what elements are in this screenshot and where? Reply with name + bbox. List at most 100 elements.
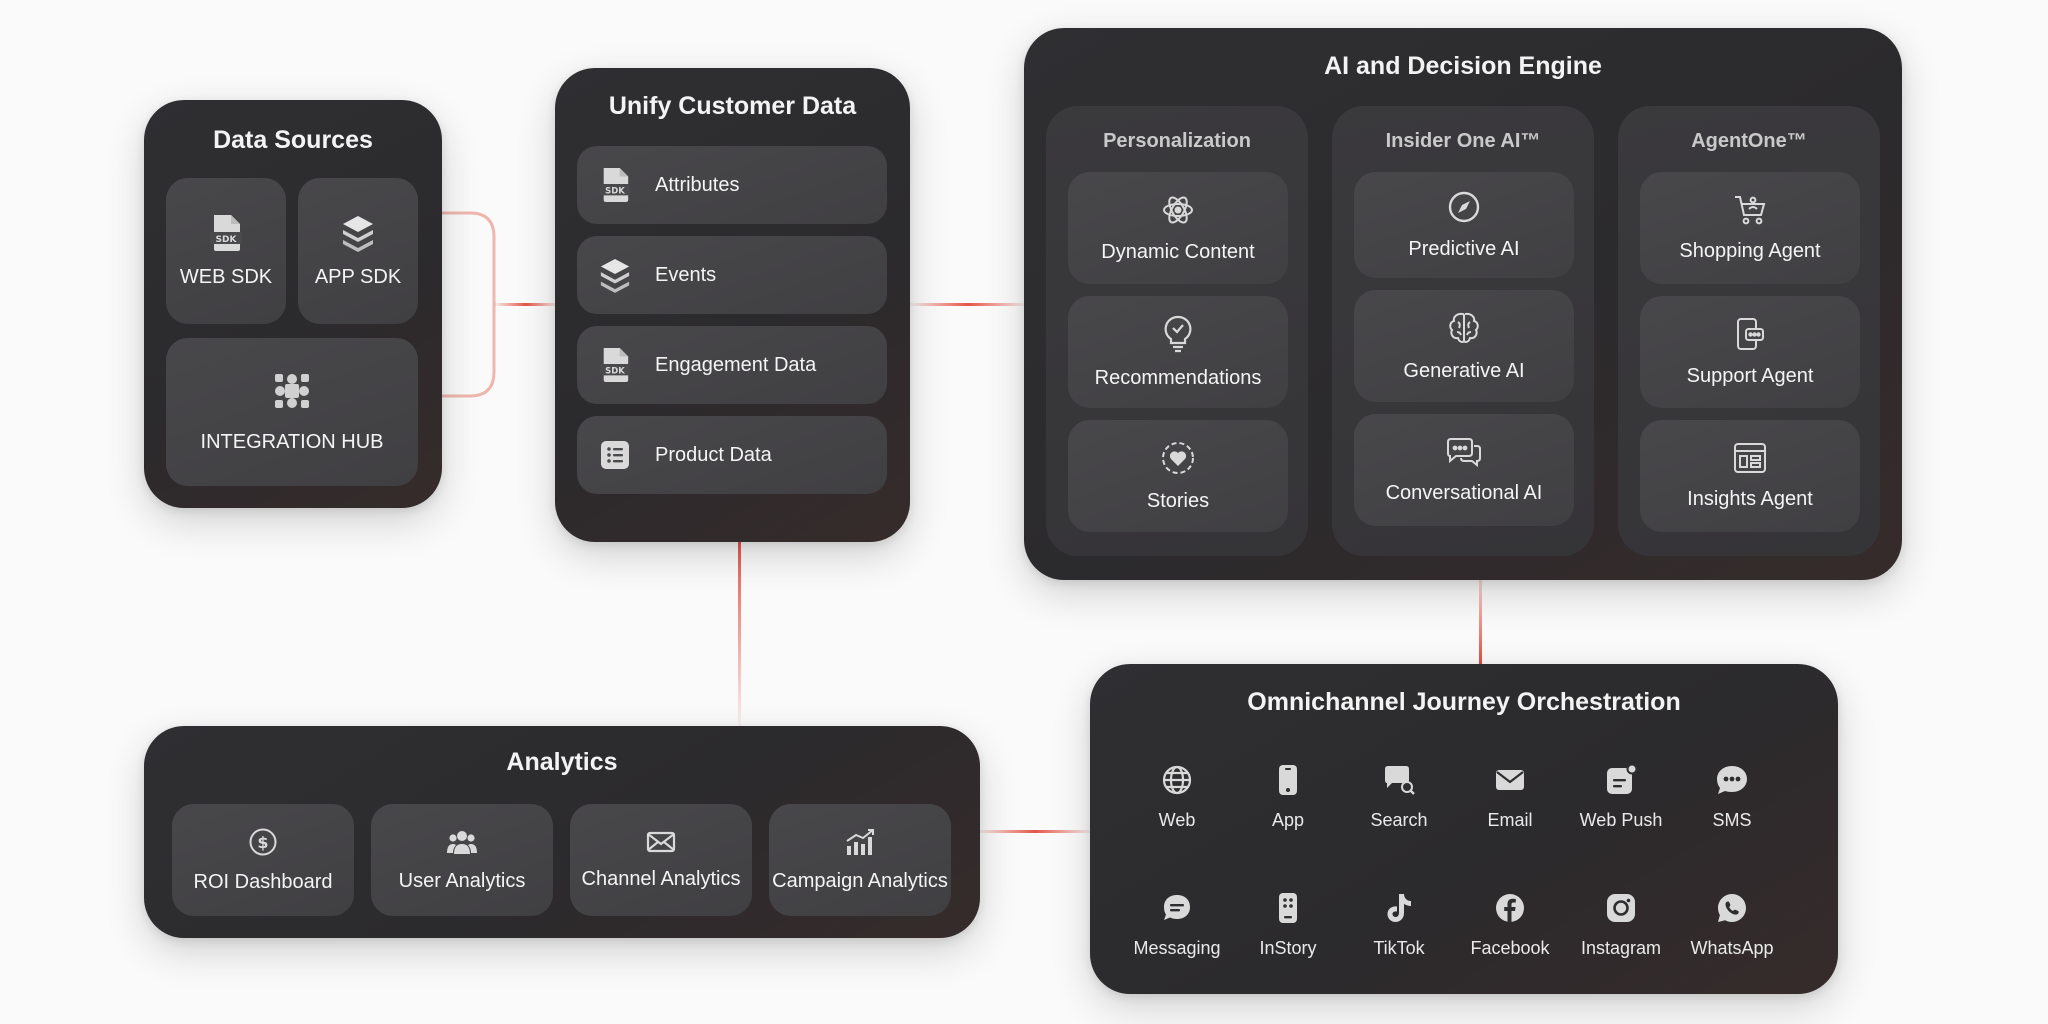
unify-title: Unify Customer Data [608, 92, 857, 120]
channel-whatsapp[interactable]: WhatsApp [1677, 892, 1787, 959]
bar-chart-icon [844, 828, 876, 856]
dynamic-content-label: Dynamic Content [1101, 240, 1255, 263]
conversational-ai-tile[interactable]: Conversational AI [1354, 414, 1574, 526]
sdk-file-icon: SDK [209, 214, 243, 252]
stories-tile[interactable]: Stories [1068, 420, 1288, 532]
insights-agent-label: Insights Agent [1687, 487, 1813, 510]
message-icon [1161, 892, 1193, 924]
campaign-analytics-tile[interactable]: Campaign Analytics [769, 804, 951, 916]
search-label: Search [1370, 810, 1428, 830]
email-label: Email [1487, 810, 1533, 830]
instory-label: InStory [1259, 938, 1317, 958]
svg-text:SDK: SDK [605, 185, 625, 195]
whatsapp-icon [1716, 892, 1748, 924]
connector-unify-engine [910, 303, 1026, 306]
channel-email[interactable]: Email [1455, 764, 1565, 831]
unify-item-engagement-data[interactable]: SDK Engagement Data [577, 326, 887, 404]
campaign-analytics-label: Campaign Analytics [772, 869, 948, 892]
web-push-icon [1605, 764, 1637, 796]
svg-text:SDK: SDK [216, 235, 238, 245]
generative-ai-tile[interactable]: Generative AI [1354, 290, 1574, 402]
channel-web-push[interactable]: Web Push [1566, 764, 1676, 831]
shopping-agent-tile[interactable]: Shopping Agent [1640, 172, 1860, 284]
unify-customer-data-panel: Unify Customer Data SDK Attributes Event… [555, 68, 910, 542]
puzzle-icon [272, 371, 312, 411]
brain-icon [1446, 310, 1482, 346]
facebook-icon [1494, 892, 1526, 924]
phone-chat-icon [1734, 317, 1766, 351]
app-sdk-tile[interactable]: APP SDK [298, 178, 418, 324]
agentone-column: AgentOne™ Shopping Agent Support Agent I… [1618, 106, 1880, 556]
omnichannel-panel: Omnichannel Journey Orchestration Web Ap… [1090, 664, 1838, 994]
facebook-label: Facebook [1470, 938, 1550, 958]
shopping-agent-label: Shopping Agent [1679, 239, 1821, 262]
channel-sms[interactable]: SMS [1677, 764, 1787, 831]
predictive-ai-tile[interactable]: Predictive AI [1354, 172, 1574, 278]
product-data-label: Product Data [655, 443, 772, 466]
layers-icon [341, 214, 375, 252]
analytics-title: Analytics [506, 748, 618, 776]
web-sdk-tile[interactable]: SDK WEB SDK [166, 178, 286, 324]
agentone-title: AgentOne™ [1691, 130, 1807, 152]
connector-engine-omni [1479, 578, 1482, 664]
data-sources-panel: Data Sources SDK WEB SDK APP SDK INTEGRA… [144, 100, 442, 508]
channel-search[interactable]: Search [1344, 764, 1454, 831]
lightbulb-check-icon [1163, 315, 1193, 353]
email-icon [1494, 764, 1526, 796]
integration-hub-label: INTEGRATION HUB [200, 430, 384, 453]
channel-tiktok[interactable]: TikTok [1344, 892, 1454, 959]
connector-sources-unify [494, 303, 558, 306]
instagram-icon [1605, 892, 1637, 924]
integration-hub-tile[interactable]: INTEGRATION HUB [166, 338, 418, 486]
unify-item-events[interactable]: Events [577, 236, 887, 314]
bracket-connector [442, 211, 496, 398]
heart-circle-icon [1160, 440, 1196, 476]
users-icon [446, 828, 478, 856]
unify-item-product-data[interactable]: Product Data [577, 416, 887, 494]
unify-item-attributes[interactable]: SDK Attributes [577, 146, 887, 224]
connector-analytics-omni [978, 830, 1092, 833]
support-agent-label: Support Agent [1686, 364, 1814, 387]
analytics-panel: Analytics $ ROI Dashboard User Analytics… [144, 726, 980, 938]
globe-icon [1161, 764, 1193, 796]
stories-label: Stories [1146, 489, 1210, 512]
instagram-label: Instagram [1580, 938, 1662, 958]
recommendations-tile[interactable]: Recommendations [1068, 296, 1288, 408]
omnichannel-title: Omnichannel Journey Orchestration [1247, 688, 1681, 716]
instory-icon [1276, 892, 1300, 924]
engine-title: AI and Decision Engine [1324, 52, 1602, 80]
data-sources-title: Data Sources [213, 126, 373, 154]
web-sdk-label: WEB SDK [179, 265, 273, 288]
predictive-ai-label: Predictive AI [1408, 237, 1520, 260]
app-label: App [1271, 810, 1305, 830]
connector-unify-analytics [738, 540, 741, 726]
channel-messaging[interactable]: Messaging [1122, 892, 1232, 959]
generative-ai-label: Generative AI [1403, 359, 1525, 382]
recommendations-label: Recommendations [1094, 366, 1262, 389]
channel-analytics-label: Channel Analytics [581, 867, 741, 890]
roi-dashboard-tile[interactable]: $ ROI Dashboard [172, 804, 354, 916]
channel-facebook[interactable]: Facebook [1455, 892, 1565, 959]
whatsapp-label: WhatsApp [1690, 938, 1774, 958]
sms-icon [1715, 764, 1749, 796]
channel-web[interactable]: Web [1122, 764, 1232, 831]
smartphone-icon [1276, 764, 1300, 796]
svg-text:$: $ [257, 833, 268, 852]
insights-agent-tile[interactable]: Insights Agent [1640, 420, 1860, 532]
channel-app[interactable]: App [1233, 764, 1343, 831]
chat-bubbles-icon [1444, 436, 1484, 468]
support-agent-tile[interactable]: Support Agent [1640, 296, 1860, 408]
app-sdk-label: APP SDK [314, 265, 402, 288]
personalization-column: Personalization Dynamic Content Recommen… [1046, 106, 1308, 556]
sdk-file-icon: SDK [599, 167, 631, 203]
list-icon [599, 439, 631, 471]
channel-analytics-tile[interactable]: Channel Analytics [570, 804, 752, 916]
sdk-file-icon: SDK [599, 347, 631, 383]
attributes-label: Attributes [655, 173, 740, 196]
events-label: Events [655, 263, 717, 286]
channel-instagram[interactable]: Instagram [1566, 892, 1676, 959]
channel-instory[interactable]: InStory [1233, 892, 1343, 959]
user-analytics-tile[interactable]: User Analytics [371, 804, 553, 916]
dynamic-content-tile[interactable]: Dynamic Content [1068, 172, 1288, 284]
